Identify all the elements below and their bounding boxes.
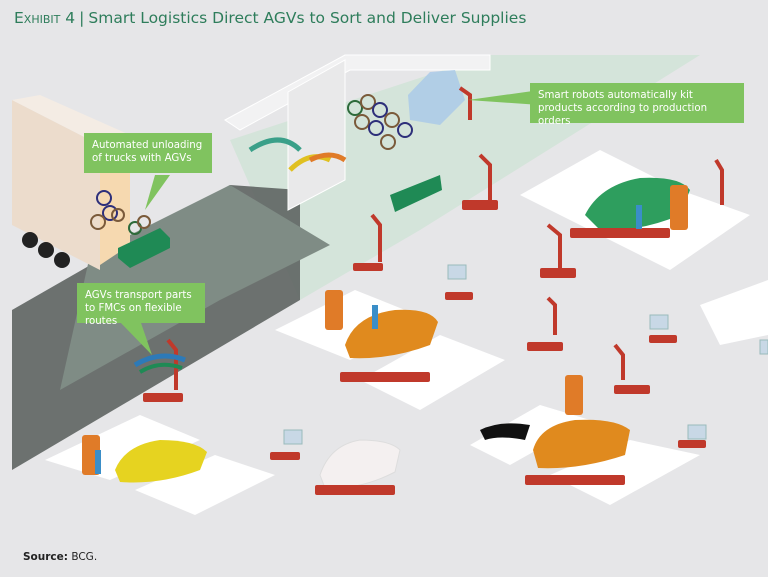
assembly-platform <box>360 335 505 410</box>
callout-truck-unloading: Automated unloading of trucks with AGVs <box>84 133 212 173</box>
callout-pointer-robots <box>468 90 540 105</box>
orange-car-body <box>345 309 438 359</box>
robot-arms <box>166 86 724 390</box>
assembly-platform <box>700 280 768 345</box>
callout-pointer-agv <box>118 320 152 355</box>
green-agv <box>118 228 170 268</box>
orange-industrial-robots <box>82 185 688 475</box>
green-car <box>585 177 690 231</box>
bumper-rack <box>248 137 347 172</box>
callout-pointer-truck <box>145 175 170 210</box>
smart-factory-illustration <box>12 54 768 515</box>
source-label: Source: <box>23 551 68 563</box>
glass-panel-rack <box>408 70 465 125</box>
truck-wheel <box>22 232 38 248</box>
assembly-platform <box>470 405 590 465</box>
assembly-platform <box>275 290 430 360</box>
kitting-green-agv <box>390 175 442 212</box>
black-car-roof <box>480 423 530 440</box>
assembly-platform <box>135 455 275 515</box>
steering-wheel-rack <box>90 190 151 235</box>
assembly-platform <box>520 150 680 235</box>
truck-wheel <box>54 252 70 268</box>
exhibit-heading: Smart Logistics Direct AGVs to Sort and … <box>88 9 527 27</box>
truck-trailer-side <box>12 100 100 270</box>
callout-smart-robots: Smart robots automatically kit products … <box>530 83 744 127</box>
parts-bins <box>283 264 768 445</box>
truck-trailer-top <box>12 95 130 145</box>
warehouse-wall-inner <box>287 59 346 211</box>
source-value: BCG. <box>71 551 98 563</box>
assembly-platform <box>550 440 700 505</box>
truck-wheel <box>38 242 54 258</box>
bumper-agv-parts <box>133 353 186 368</box>
warehouse-wall <box>224 54 491 131</box>
title-separator: | <box>79 9 85 27</box>
source-note: Source: BCG. <box>23 551 97 563</box>
exhibit-label: Exhibit 4 <box>14 9 76 27</box>
orange-car <box>533 419 630 469</box>
agv-units <box>143 200 706 495</box>
callout-agv-transport: AGVs transport parts to FMCs on flexible… <box>77 283 205 327</box>
yellow-car <box>115 440 207 483</box>
storage-rack-wheels <box>347 94 413 150</box>
bumper-agv-parts <box>138 362 183 374</box>
workers <box>95 205 642 474</box>
exhibit-title: Exhibit 4|Smart Logistics Direct AGVs to… <box>14 9 526 27</box>
white-car-body <box>319 439 401 489</box>
